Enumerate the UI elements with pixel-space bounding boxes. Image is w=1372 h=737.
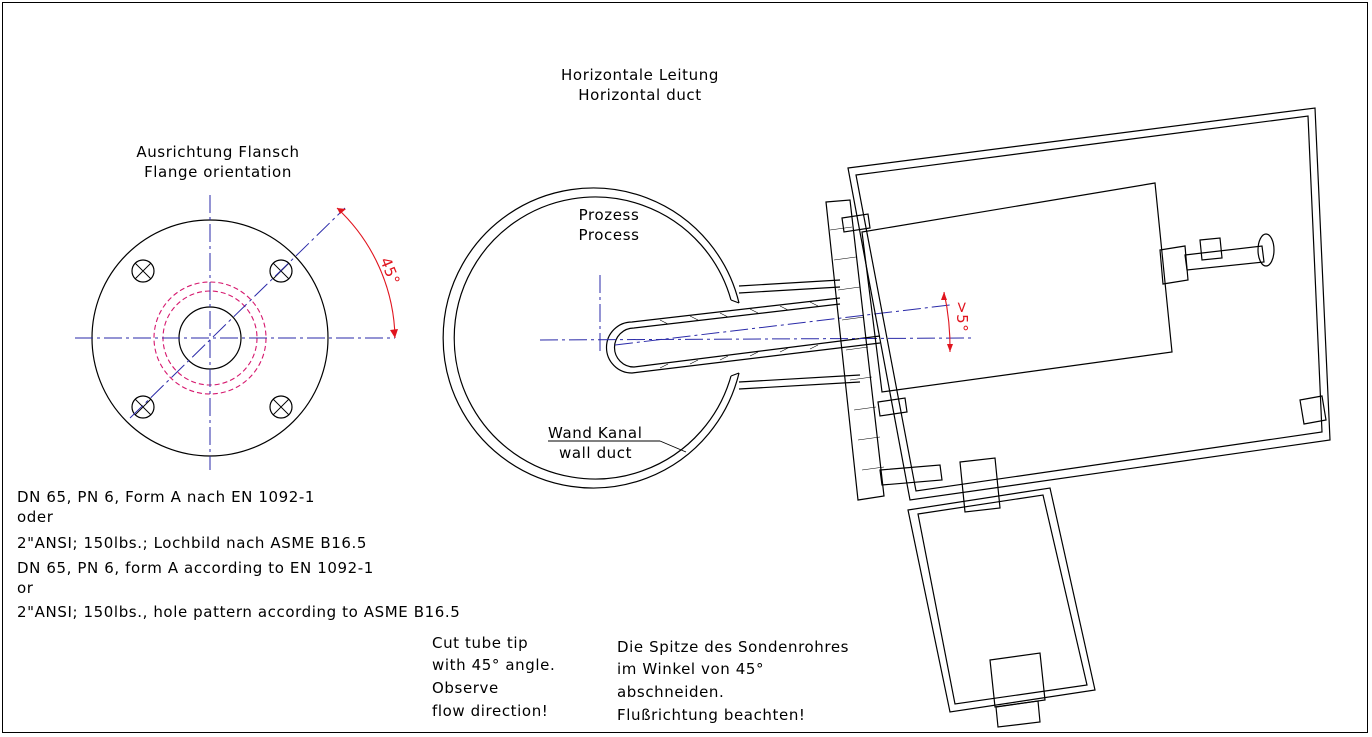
spec-line: 2"ANSI; 150lbs.; Lochbild nach ASME B16.… — [17, 534, 367, 552]
flange-title-de: Ausrichtung Flansch — [136, 143, 299, 161]
flange-angle-label: 45° — [376, 255, 403, 288]
flange-diagonal-centerline — [129, 207, 346, 419]
process-label-en: Process — [578, 226, 639, 244]
duct-title-en: Horizontal duct — [578, 86, 702, 104]
note-en-line: with 45° angle. — [432, 656, 555, 674]
note-en-line: Observe — [432, 679, 499, 697]
spec-line: oder — [17, 508, 54, 526]
analyzer-body — [861, 182, 1173, 393]
bolt-hole — [131, 259, 155, 283]
flange-title-en: Flange orientation — [144, 163, 292, 181]
note-de-line: im Winkel von 45° — [617, 660, 764, 678]
note-de-line: Flußrichtung beachten! — [617, 706, 806, 724]
spec-line: or — [17, 579, 34, 597]
spec-line: DN 65, PN 6, form A according to EN 1092… — [17, 559, 374, 577]
duct-wall-outer — [442, 187, 740, 489]
duct-horizontal-centerline — [539, 337, 976, 341]
flange-specification: DN 65, PN 6, Form A nach EN 1092-1 oder … — [17, 488, 460, 621]
bolt-hole — [131, 395, 155, 419]
wall-label-en: wall duct — [559, 444, 632, 462]
process-label-de: Prozess — [579, 206, 640, 224]
probe-axis — [614, 304, 951, 346]
cut-tip-note-en: Cut tube tip with 45° angle. Observe flo… — [432, 634, 555, 720]
bolt-holes — [131, 259, 293, 419]
note-en-line: flow direction! — [432, 702, 548, 720]
terminal-box — [907, 487, 1096, 713]
mounting-flange — [825, 199, 885, 501]
duct-angle-label: >5° — [953, 301, 971, 332]
bolt-hole — [269, 259, 293, 283]
flange-view: Ausrichtung Flansch Flange orientation 4… — [75, 143, 404, 470]
duct-angle-dimension-arc — [943, 291, 951, 353]
note-de-line: abschneiden. — [617, 683, 724, 701]
housing-outer — [847, 107, 1331, 501]
duct-view: Horizontale Leitung Horizontal duct Proz… — [442, 66, 976, 489]
bolt-hole — [269, 395, 293, 419]
spec-line: 2"ANSI; 150lbs., hole pattern according … — [17, 603, 460, 621]
bottom-cable-gland — [989, 652, 1046, 708]
duct-wall-inner — [453, 196, 732, 480]
probe-tube — [539, 275, 976, 374]
spec-line: DN 65, PN 6, Form A nach EN 1092-1 — [17, 488, 315, 506]
cut-tip-note-de: Die Spitze des Sondenrohres im Winkel vo… — [617, 638, 849, 724]
flange-angle-dimension-arc — [336, 207, 396, 339]
probe-housing — [825, 107, 1331, 728]
wall-label-de: Wand Kanal — [548, 424, 643, 442]
duct-title-de: Horizontale Leitung — [561, 66, 719, 84]
note-de-line: Die Spitze des Sondenrohres — [617, 638, 849, 656]
note-en-line: Cut tube tip — [432, 634, 528, 652]
